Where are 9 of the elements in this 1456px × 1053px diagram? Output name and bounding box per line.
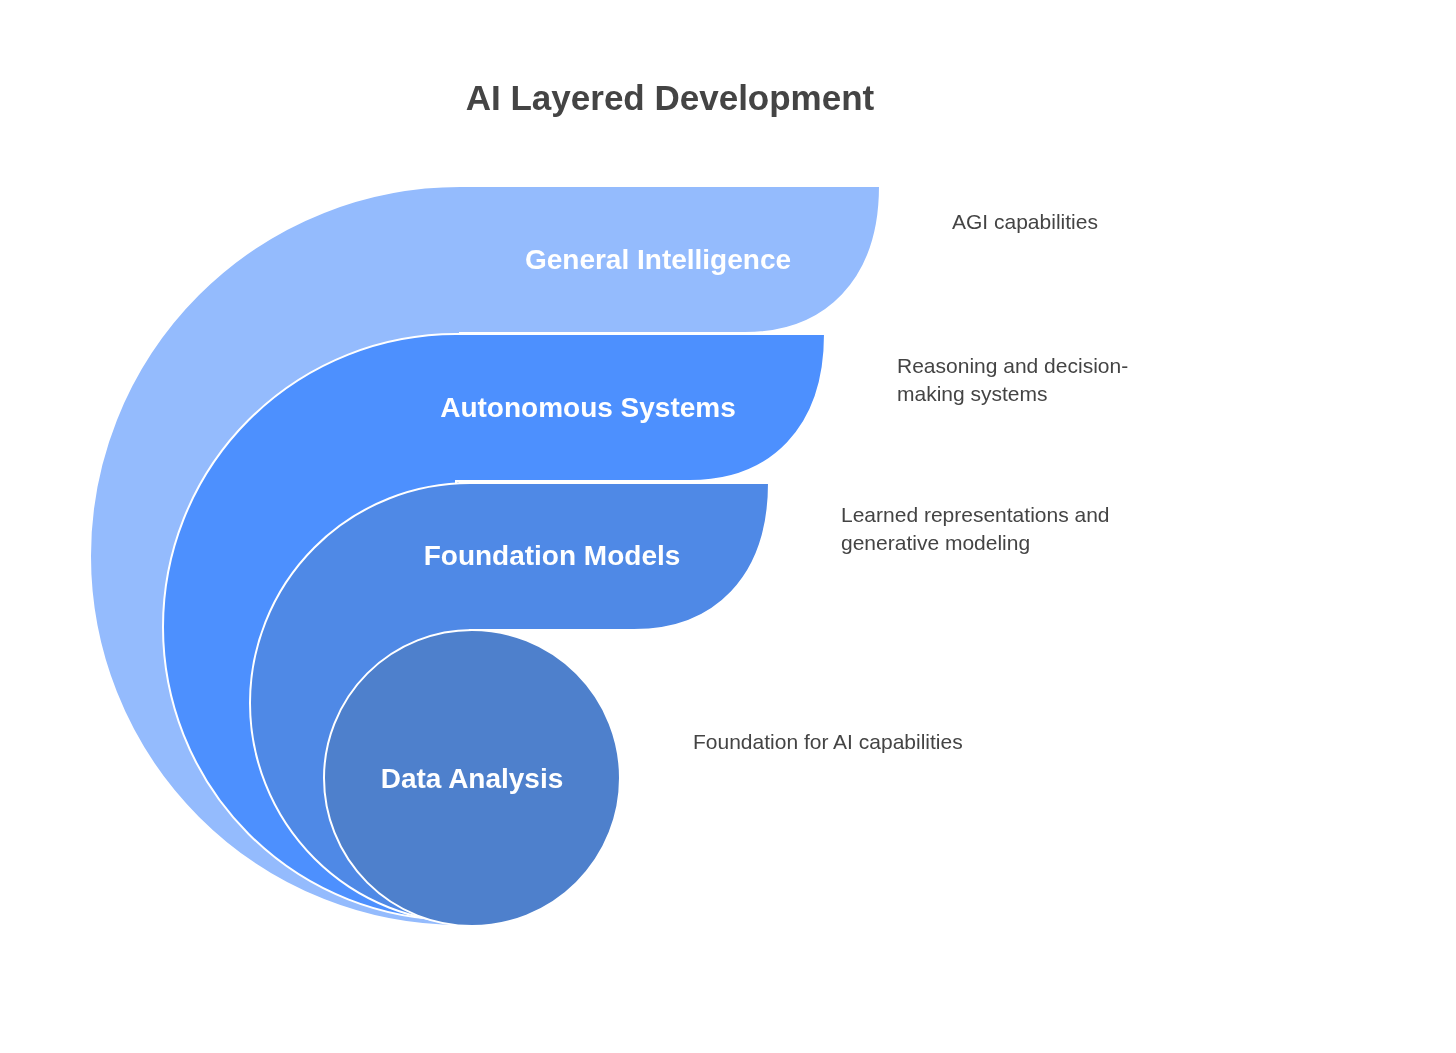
description-text: Learned representations and generative modeling <box>841 502 1111 556</box>
description-text: Reasoning and decision-making systems <box>897 353 1130 407</box>
description-text: AGI capabilities <box>952 209 1099 235</box>
diagram-title: AI Layered Development <box>464 78 876 118</box>
layer-label: Data Analysis <box>380 763 564 795</box>
layer-label: Foundation Models <box>423 540 681 572</box>
layer-label: General Intelligence <box>524 244 792 276</box>
description-text: Foundation for AI capabilities <box>693 729 964 755</box>
layer-label: Autonomous Systems <box>440 392 736 424</box>
